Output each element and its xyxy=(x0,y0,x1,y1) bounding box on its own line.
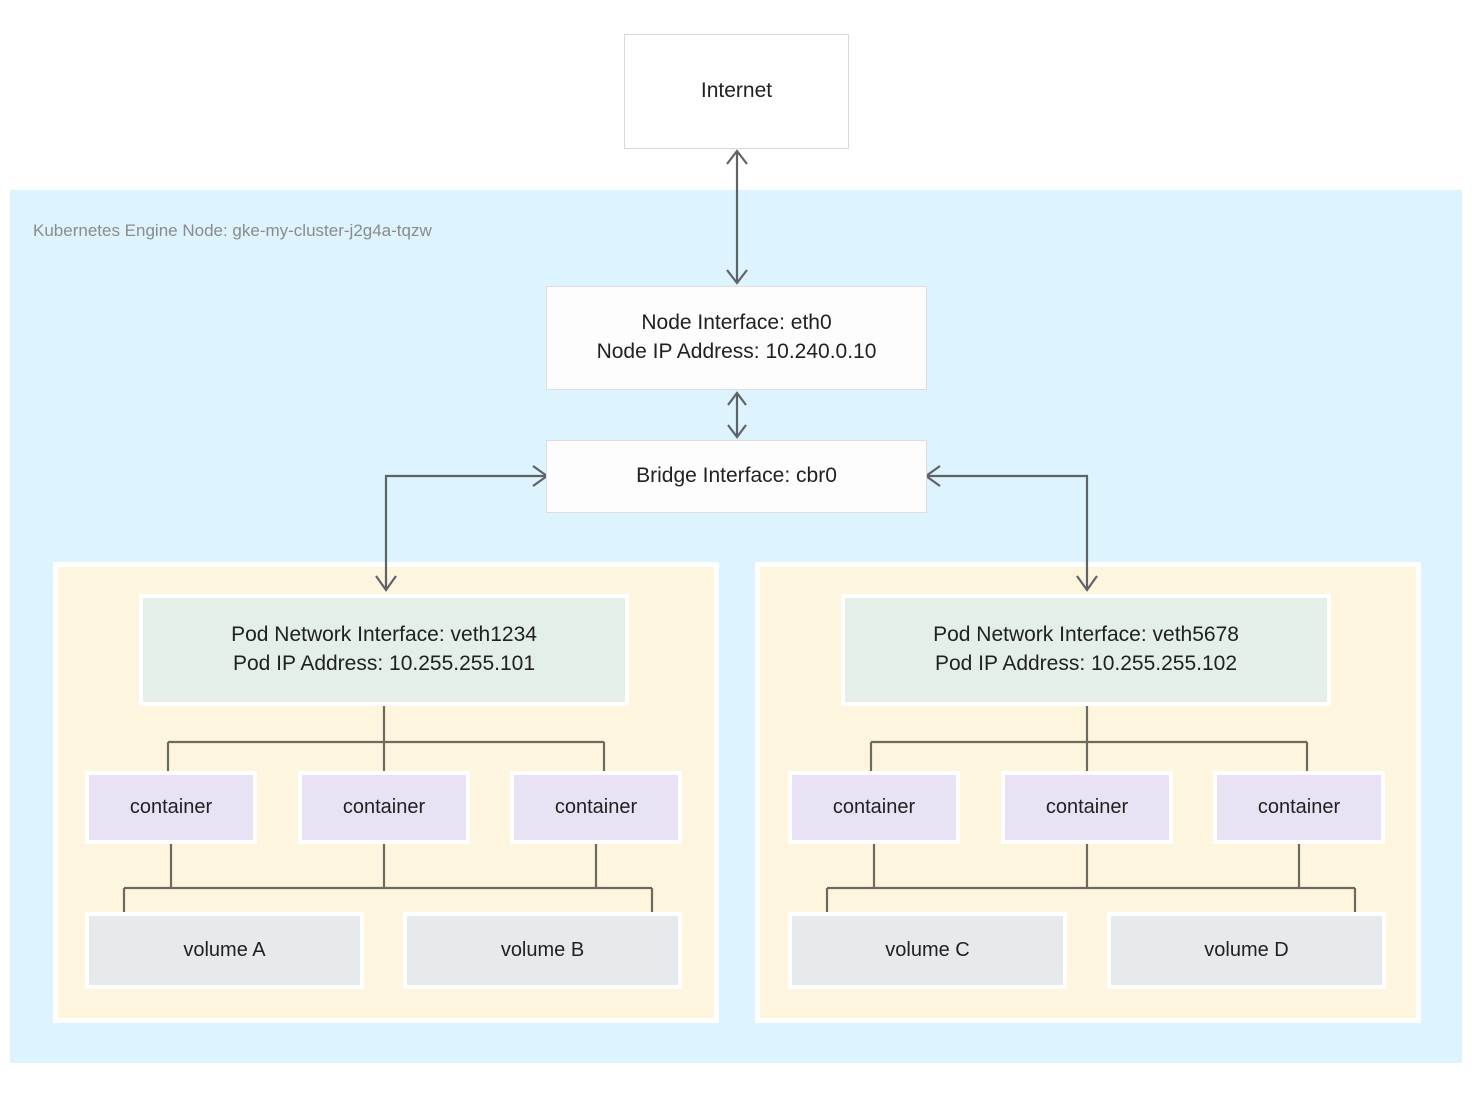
pod-left-volume-b: volume B xyxy=(403,912,682,989)
container-label: container xyxy=(342,795,426,818)
pod-left-interface-line2: Pod IP Address: 10.255.255.101 xyxy=(232,652,536,675)
connector-pod-left-containers xyxy=(166,706,606,772)
pod-right-container-2: container xyxy=(1001,771,1173,844)
pod-left-container-2: container xyxy=(298,771,470,844)
pod-right-interface-line1: Pod Network Interface: veth5678 xyxy=(933,623,1239,647)
volume-label: volume C xyxy=(885,938,970,961)
kubernetes-node-label: Kubernetes Engine Node: gke-my-cluster-j… xyxy=(33,221,432,240)
container-label: container xyxy=(832,795,916,818)
node-interface-line1: Node Interface: eth0 xyxy=(641,311,832,335)
connector-internet-node-interface xyxy=(726,149,748,285)
pod-left-interface-box: Pod Network Interface: veth1234 Pod IP A… xyxy=(139,594,629,706)
connector-bridge-pod-right xyxy=(924,465,1098,592)
container-label: container xyxy=(129,795,213,818)
volume-label: volume A xyxy=(183,938,266,961)
node-interface-box: Node Interface: eth0 Node IP Address: 10… xyxy=(546,286,927,390)
pod-right-interface-box: Pod Network Interface: veth5678 Pod IP A… xyxy=(841,594,1331,706)
bridge-interface-label: Bridge Interface: cbr0 xyxy=(636,464,837,488)
pod-right-container-1: container xyxy=(788,771,960,844)
internet-label: Internet xyxy=(700,79,773,103)
node-interface-line2: Node IP Address: 10.240.0.10 xyxy=(596,340,877,363)
container-label: container xyxy=(554,795,638,818)
pod-left-container-1: container xyxy=(85,771,257,844)
connector-node-interface-bridge xyxy=(727,391,747,439)
connector-pod-right-volumes xyxy=(825,844,1357,914)
pod-left-volume-a: volume A xyxy=(85,912,364,989)
pod-left-interface-line1: Pod Network Interface: veth1234 xyxy=(231,623,537,647)
connector-bridge-pod-left xyxy=(375,465,549,592)
connector-pod-right-containers xyxy=(869,706,1309,772)
connector-pod-left-volumes xyxy=(122,844,654,914)
pod-left-container-3: container xyxy=(510,771,682,844)
internet-box: Internet xyxy=(624,34,849,149)
pod-right-interface-line2: Pod IP Address: 10.255.255.102 xyxy=(934,652,1238,675)
pod-right-container-3: container xyxy=(1213,771,1385,844)
container-label: container xyxy=(1257,795,1341,818)
pod-right-volume-d: volume D xyxy=(1107,912,1386,989)
bridge-interface-box: Bridge Interface: cbr0 xyxy=(546,440,927,513)
volume-label: volume B xyxy=(500,938,585,961)
pod-right-volume-c: volume C xyxy=(788,912,1067,989)
volume-label: volume D xyxy=(1204,938,1289,961)
container-label: container xyxy=(1045,795,1129,818)
